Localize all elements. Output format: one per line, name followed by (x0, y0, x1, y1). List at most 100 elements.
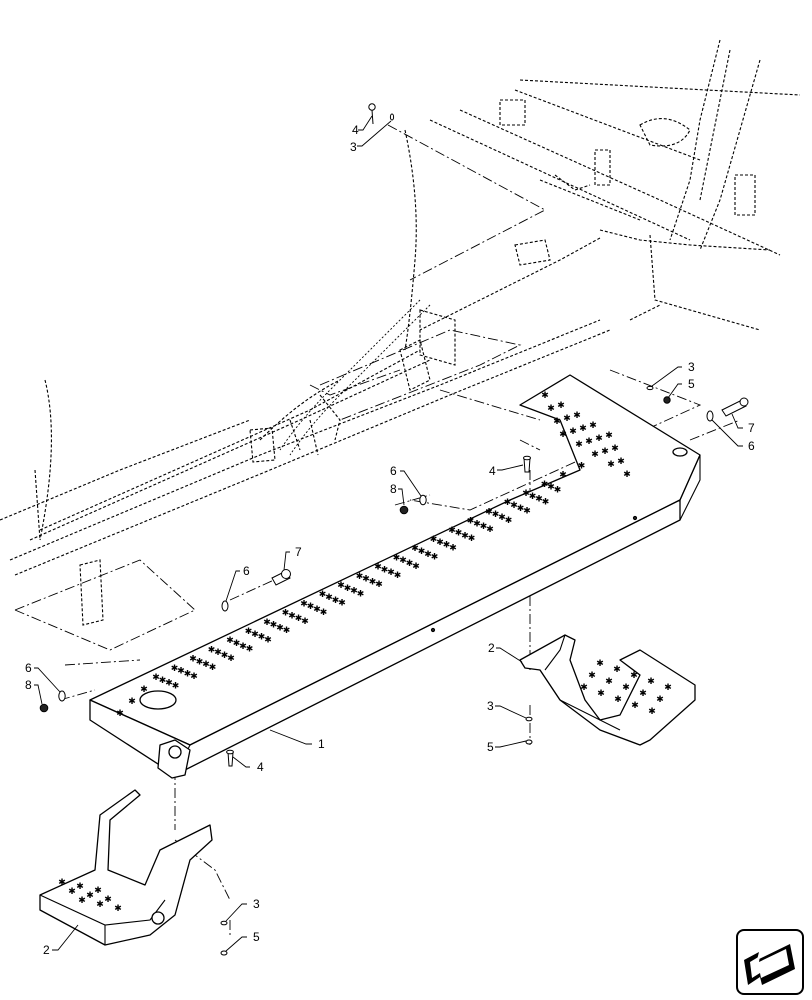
perforation: ✱ (510, 501, 518, 511)
perforation: ✱ (412, 562, 420, 572)
perforation: ✱ (140, 685, 148, 695)
washer-3-bottom (220, 920, 228, 926)
perforation: ✱ (431, 553, 439, 563)
perforation: ✱ (595, 434, 603, 444)
perforation: ✱ (517, 504, 525, 514)
callout-c6c: 6 (243, 564, 250, 578)
perforation: ✱ (350, 587, 358, 597)
perforation: ✱ (573, 411, 581, 421)
perforation: ✱ (588, 671, 596, 681)
nut-5-right-lower (525, 739, 533, 745)
perforation: ✱ (295, 614, 303, 624)
step-assembly-part-1: ✱✱✱✱✱✱✱✱✱✱✱✱✱✱✱✱✱✱✱✱✱✱✱✱✱✱✱✱✱✱✱✱✱✱✱✱✱✱✱✱… (89, 374, 701, 779)
perforation: ✱ (76, 882, 84, 892)
perforation: ✱ (152, 673, 160, 683)
perforation: ✱ (319, 590, 327, 600)
nut-5-right (663, 396, 671, 404)
perforation: ✱ (189, 655, 197, 665)
perforation: ✱ (547, 483, 555, 493)
perforation: ✱ (104, 895, 112, 905)
perforation: ✱ (320, 608, 328, 618)
bolt-7-right-head (739, 397, 749, 407)
perforation: ✱ (607, 460, 615, 470)
perforation: ✱ (394, 571, 402, 581)
callout-c2a: 2 (488, 641, 495, 655)
perforation: ✱ (523, 507, 531, 517)
perforation: ✱ (184, 669, 192, 679)
nut-5-bottom (220, 950, 228, 956)
perforation: ✱ (96, 900, 104, 910)
callout-c7a: 7 (748, 421, 755, 435)
callout-c5a: 5 (688, 377, 695, 391)
perforation: ✱ (399, 556, 407, 566)
perforation: ✱ (455, 529, 463, 539)
washer-3-top (389, 113, 395, 121)
bolt-4-top-shank (371, 109, 374, 125)
perforation: ✱ (630, 671, 638, 681)
perforation: ✱ (664, 683, 672, 693)
washer-6-left (221, 600, 229, 612)
perforation: ✱ (656, 695, 664, 705)
bolt-4-lower-head (226, 749, 234, 755)
perforation: ✱ (283, 626, 291, 636)
perforation: ✱ (116, 709, 124, 719)
callout-c4c: 4 (257, 760, 264, 774)
perforation: ✱ (264, 635, 272, 645)
callout-c5b: 5 (487, 740, 494, 754)
perforation: ✱ (246, 645, 254, 655)
perforation: ✱ (589, 421, 597, 431)
callout-c7b: 7 (295, 545, 302, 559)
perforation: ✱ (344, 584, 352, 594)
perforation: ✱ (68, 887, 76, 897)
callout-leaders (34, 115, 743, 952)
bracket-perforations-left: ✱✱✱✱✱✱✱✱✱ (58, 878, 122, 914)
perforation: ✱ (605, 677, 613, 687)
perforation: ✱ (288, 611, 296, 621)
perforation: ✱ (596, 659, 604, 669)
perforation: ✱ (411, 544, 419, 554)
perforation: ✱ (443, 541, 451, 551)
perforation: ✱ (553, 417, 561, 427)
perforation: ✱ (300, 599, 308, 609)
step-perforations: ✱✱✱✱✱✱✱✱✱✱✱✱✱✱✱✱✱✱✱✱✱✱✱✱✱✱✱✱✱✱✱✱✱✱✱✱✱✱✱✱… (116, 391, 631, 719)
bracket-perforations-right: ✱✱✱✱✱✱✱✱✱✱✱✱✱✱✱ (580, 659, 672, 717)
perforation: ✱ (251, 630, 259, 640)
perforation: ✱ (58, 878, 66, 888)
perforation: ✱ (338, 599, 346, 609)
perforation: ✱ (337, 581, 345, 591)
perforation: ✱ (226, 636, 234, 646)
perforation: ✱ (86, 891, 94, 901)
perforation: ✱ (639, 689, 647, 699)
perforation: ✱ (270, 621, 278, 631)
arrow-icon[interactable] (736, 929, 804, 995)
perforation: ✱ (245, 627, 253, 637)
perforation: ✱ (554, 485, 562, 495)
perforation: ✱ (406, 559, 414, 569)
perforation: ✱ (498, 513, 506, 523)
callout-c3c: 3 (487, 699, 494, 713)
perforation: ✱ (325, 593, 333, 603)
perforation: ✱ (159, 676, 167, 686)
perforation: ✱ (473, 519, 481, 529)
perforation: ✱ (202, 660, 210, 670)
perforation: ✱ (631, 701, 639, 711)
perforation: ✱ (424, 550, 432, 560)
nut-8-center (399, 505, 409, 515)
perforation: ✱ (468, 534, 476, 544)
perforation: ✱ (375, 580, 383, 590)
perforation: ✱ (547, 404, 555, 414)
perforation: ✱ (258, 633, 266, 643)
perforation: ✱ (578, 461, 586, 471)
callout-c1: 1 (318, 737, 325, 751)
perforation: ✱ (208, 645, 216, 655)
perforation: ✱ (387, 568, 395, 578)
perforation: ✱ (575, 440, 583, 450)
perforation: ✱ (486, 525, 494, 535)
callout-c5c: 5 (253, 930, 260, 944)
washer-6-right (706, 410, 714, 422)
perforation: ✱ (485, 507, 493, 517)
perforation: ✱ (449, 543, 457, 553)
step-bracket-part-2-left: ✱✱✱✱✱✱✱✱✱ (39, 789, 213, 946)
perforation: ✱ (504, 498, 512, 508)
